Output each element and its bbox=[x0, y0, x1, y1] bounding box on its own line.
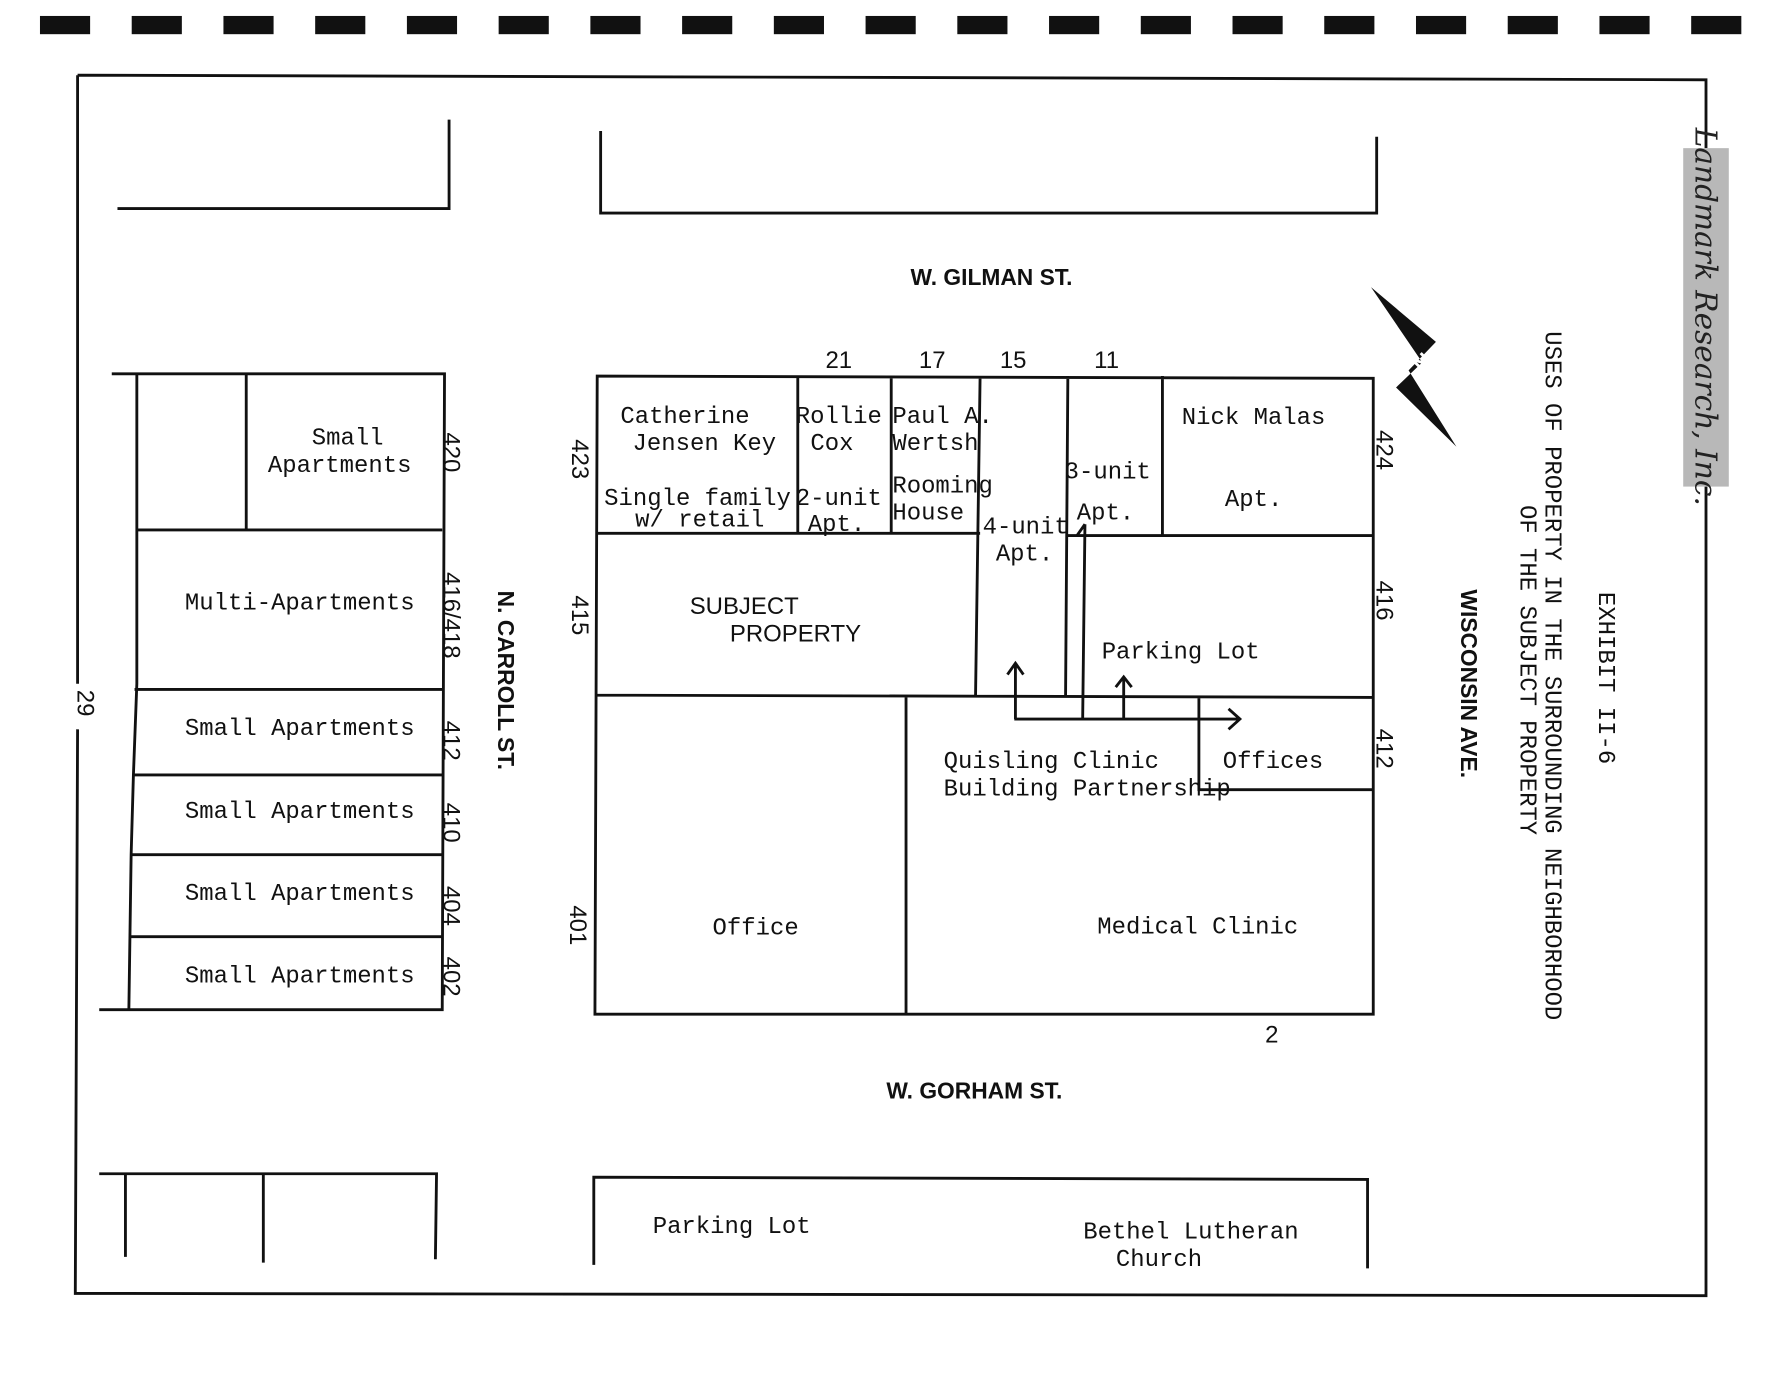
strip-dash bbox=[39, 15, 91, 35]
parcel-label: Building Partnership bbox=[944, 776, 1231, 803]
address-number: 410 bbox=[437, 803, 464, 843]
subject-property-label: SUBJECT bbox=[690, 593, 799, 620]
lot-number: 21 bbox=[825, 347, 852, 374]
strip-dash bbox=[773, 15, 824, 35]
page-border bbox=[73, 73, 1708, 1298]
block-southwest bbox=[99, 1172, 438, 1263]
address-number: 420 bbox=[437, 432, 464, 472]
parcel-label: Office bbox=[713, 915, 799, 942]
strip-dash bbox=[865, 15, 916, 35]
parcel-label: 2-unit bbox=[796, 486, 882, 513]
strip-dash bbox=[590, 15, 641, 35]
parcel-label: Single family bbox=[604, 486, 791, 513]
street-carroll: N. CARROLL ST. bbox=[493, 591, 519, 770]
logo-background bbox=[1683, 148, 1729, 487]
parcel-label: Small Apartments bbox=[185, 799, 415, 826]
parcel-label: Offices bbox=[1223, 749, 1324, 776]
strip-dash bbox=[957, 15, 1008, 35]
parcel-label: Apt. bbox=[996, 542, 1053, 569]
punch-hole-strip bbox=[39, 15, 1742, 35]
parcel-label: Jensen Key bbox=[633, 431, 777, 458]
parcel-label: Apt. bbox=[1225, 487, 1282, 514]
lot-number: 11 bbox=[1094, 347, 1119, 374]
subject-property-label: PROPERTY bbox=[730, 621, 861, 648]
block-south bbox=[592, 1175, 1369, 1269]
parcel-label: House bbox=[892, 501, 964, 528]
parcel-label: Paul A. bbox=[892, 404, 992, 431]
parcel-label: Cox bbox=[810, 431, 853, 458]
exhibit-title-line1: USES OF PROPERTY IN THE SURROUNDING NEIG… bbox=[1537, 331, 1564, 1020]
strip-dash bbox=[223, 15, 274, 35]
block-north bbox=[599, 131, 1379, 215]
strip-dash bbox=[1599, 15, 1650, 35]
address-number: 416 bbox=[1371, 581, 1398, 621]
address-number: 412 bbox=[1371, 729, 1398, 769]
parcel-label: Multi-Apartments bbox=[185, 591, 415, 618]
parcel-label: Church bbox=[1116, 1247, 1202, 1274]
strip-dash bbox=[131, 15, 182, 35]
lot-number: 2 bbox=[1265, 1022, 1278, 1049]
address-number: 416/418 bbox=[437, 572, 464, 658]
block-main bbox=[593, 374, 1375, 1016]
street-gorham: W. GORHAM ST. bbox=[886, 1078, 1062, 1104]
strip-dash bbox=[1049, 15, 1100, 35]
parcel-label: Bethel Lutheran bbox=[1083, 1220, 1298, 1247]
address-number: 404 bbox=[437, 886, 464, 926]
parcel-label: Small Apartments bbox=[185, 963, 415, 990]
strip-dash bbox=[1507, 15, 1558, 35]
parcel-label: Medical Clinic bbox=[1097, 914, 1298, 941]
parcel-label: Small Apartments bbox=[185, 881, 415, 908]
parcel-label: Rollie bbox=[796, 404, 882, 431]
strip-dash bbox=[1140, 15, 1191, 35]
exhibit-number: EXHIBIT II-6 bbox=[1591, 592, 1618, 764]
lot-number: 15 bbox=[1000, 347, 1027, 374]
lot-number: 17 bbox=[919, 347, 946, 374]
parcel-label: Wertsh bbox=[892, 431, 978, 458]
parcel-label: 3-unit bbox=[1065, 460, 1151, 487]
parcel-label: Apt. bbox=[808, 512, 865, 539]
strip-dash bbox=[498, 15, 549, 35]
address-number: 402 bbox=[437, 957, 464, 997]
address-number: 415 bbox=[566, 595, 593, 635]
page-number: 29 bbox=[72, 690, 99, 717]
access-arrows bbox=[1006, 523, 1243, 731]
parcel-label: Small bbox=[312, 425, 384, 452]
west-block-labels: Small Apartments Multi-Apartments Small … bbox=[185, 425, 464, 996]
logo: Landmark Research, Inc. bbox=[1689, 127, 1723, 506]
block-northwest bbox=[117, 119, 451, 210]
parcel-label: w/ retail bbox=[635, 507, 764, 534]
strip-dash bbox=[406, 15, 458, 35]
north-label: N bbox=[1407, 347, 1437, 377]
parcel-label: Parking Lot bbox=[1102, 640, 1260, 667]
strip-dash bbox=[1691, 15, 1742, 35]
address-number: 423 bbox=[566, 439, 593, 479]
strip-dash bbox=[315, 15, 366, 35]
north-arrow-icon bbox=[1370, 287, 1457, 447]
parcel-label: Small Apartments bbox=[185, 716, 415, 743]
strip-dash bbox=[1232, 15, 1283, 35]
address-number: 401 bbox=[564, 905, 591, 945]
address-number: 424 bbox=[1371, 430, 1398, 470]
strip-dash bbox=[1324, 15, 1375, 35]
strip-dash bbox=[682, 15, 733, 35]
parcel-label: Nick Malas bbox=[1182, 405, 1326, 432]
main-block-labels: 21 17 15 11 423 415 401 424 416 412 2 Ca… bbox=[564, 347, 1398, 1049]
address-number: 412 bbox=[437, 721, 464, 761]
parcel-label: 4-unit bbox=[983, 514, 1069, 541]
parcel-label: Parking Lot bbox=[653, 1214, 811, 1241]
parcel-label: Rooming bbox=[892, 473, 992, 500]
parcel-label: Apartments bbox=[268, 453, 412, 480]
strip-dash bbox=[1415, 15, 1467, 35]
parcel-label: Quisling Clinic bbox=[944, 749, 1159, 776]
street-gilman: W. GILMAN ST. bbox=[911, 264, 1073, 290]
street-wisconsin: WISCONSIN AVE. bbox=[1456, 589, 1482, 778]
exhibit-title-line2: OF THE SUBJECT PROPERTY bbox=[1512, 505, 1539, 835]
parcel-label: Apt. bbox=[1077, 501, 1134, 528]
parcel-label: Catherine bbox=[620, 404, 749, 431]
block-west bbox=[99, 372, 446, 1012]
